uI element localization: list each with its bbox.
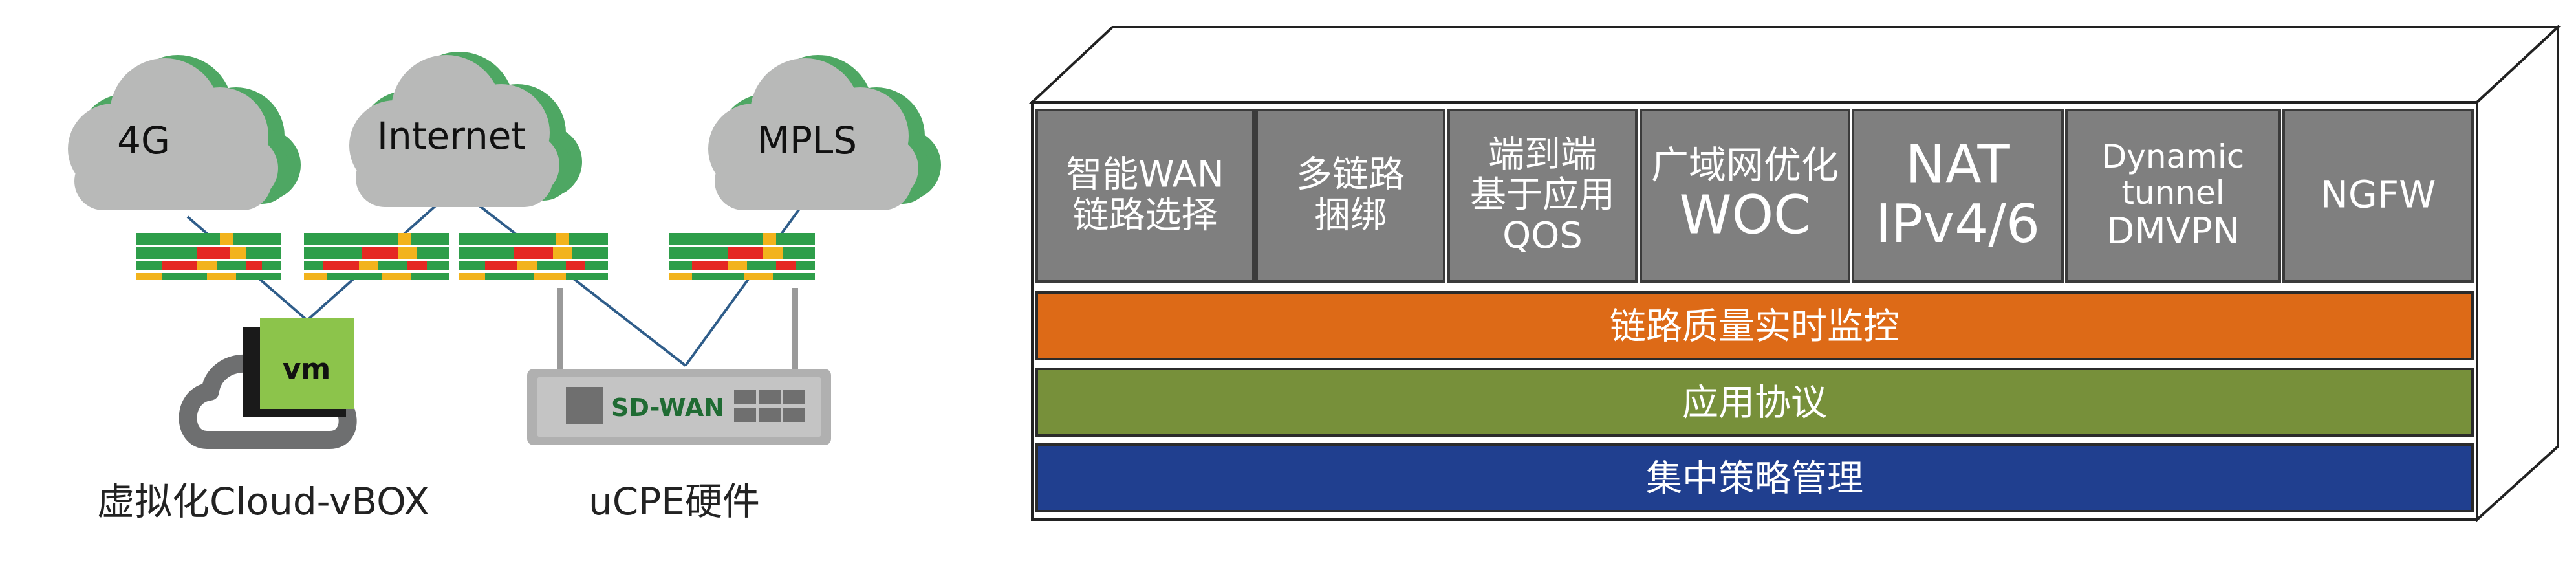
ucpe-caption: uCPE硬件 <box>589 479 760 523</box>
vm-label: vm <box>283 353 331 386</box>
cloud-4g <box>68 55 301 210</box>
layer-bar-label-2: 集中策略管理 <box>1646 458 1863 500</box>
module-box-3 <box>1640 109 1850 283</box>
vbox-caption: 虚拟化Cloud-vBOX <box>97 479 429 523</box>
module-5-line-1: tunnel <box>2121 174 2224 212</box>
module-5-line-0: Dynamic <box>2102 138 2245 175</box>
module-3-line-0: 广域网优化 <box>1651 143 1839 187</box>
cloud-internet <box>349 52 582 207</box>
cloud-mpls-body <box>708 58 918 210</box>
layer-bar-2 <box>1035 443 2474 512</box>
module-2-line-0: 端到端 <box>1488 133 1597 175</box>
module-2-line-1: 基于应用 <box>1470 174 1615 216</box>
module-0-line-0: 智能WAN <box>1066 154 1224 196</box>
cloud-internet-body <box>349 55 559 207</box>
module-4-line-0: NAT <box>1905 134 2010 195</box>
link-quality-bar-4 <box>669 233 815 280</box>
ucpe-port-grid <box>734 390 805 422</box>
layer-bar-label-1: 应用协议 <box>1682 382 1827 424</box>
module-3-line-1: WOC <box>1680 185 1811 247</box>
cloud-4g-body <box>68 58 278 210</box>
module-6-line-0: NGFW <box>2320 173 2436 217</box>
vbox-icon <box>179 318 357 449</box>
antenna-right <box>792 288 798 372</box>
cloud-mpls <box>708 55 941 210</box>
module-box-1 <box>1255 109 1445 283</box>
module-4-line-1: IPv4/6 <box>1876 193 2040 255</box>
module-1-line-1: 捆绑 <box>1314 194 1387 236</box>
ucpe-device-label: SD-WAN <box>611 393 724 422</box>
feature-box-top <box>1028 26 2562 104</box>
antenna-left <box>557 288 563 372</box>
link-quality-bar-3 <box>459 233 608 280</box>
layer-bar-label-0: 链路质量实时监控 <box>1610 306 1900 348</box>
module-box-4 <box>1852 109 2064 283</box>
cloud-mpls-label: MPLS <box>757 118 857 162</box>
module-box-6 <box>2282 109 2474 283</box>
module-box-2 <box>1447 109 1638 283</box>
ucpe-port-block <box>566 387 603 424</box>
module-1-line-0: 多链路 <box>1296 154 1405 196</box>
module-box-5 <box>2065 109 2281 283</box>
ucpe-device-icon <box>527 288 831 445</box>
layer-bar-1 <box>1035 368 2474 437</box>
cloud-4g-label: 4G <box>117 118 170 162</box>
module-0-line-1: 链路选择 <box>1073 194 1218 236</box>
feature-box-side <box>2476 24 2559 523</box>
module-5-line-2: DMVPN <box>2106 210 2239 252</box>
link-quality-bar-2 <box>304 233 449 280</box>
cloud-internet-label: Internet <box>377 114 526 158</box>
module-2-line-2: QOS <box>1502 215 1583 257</box>
module-box-0 <box>1035 109 1255 283</box>
vm-chip <box>260 318 354 409</box>
layer-bar-0 <box>1035 291 2474 360</box>
link-quality-bar-1 <box>136 233 281 280</box>
